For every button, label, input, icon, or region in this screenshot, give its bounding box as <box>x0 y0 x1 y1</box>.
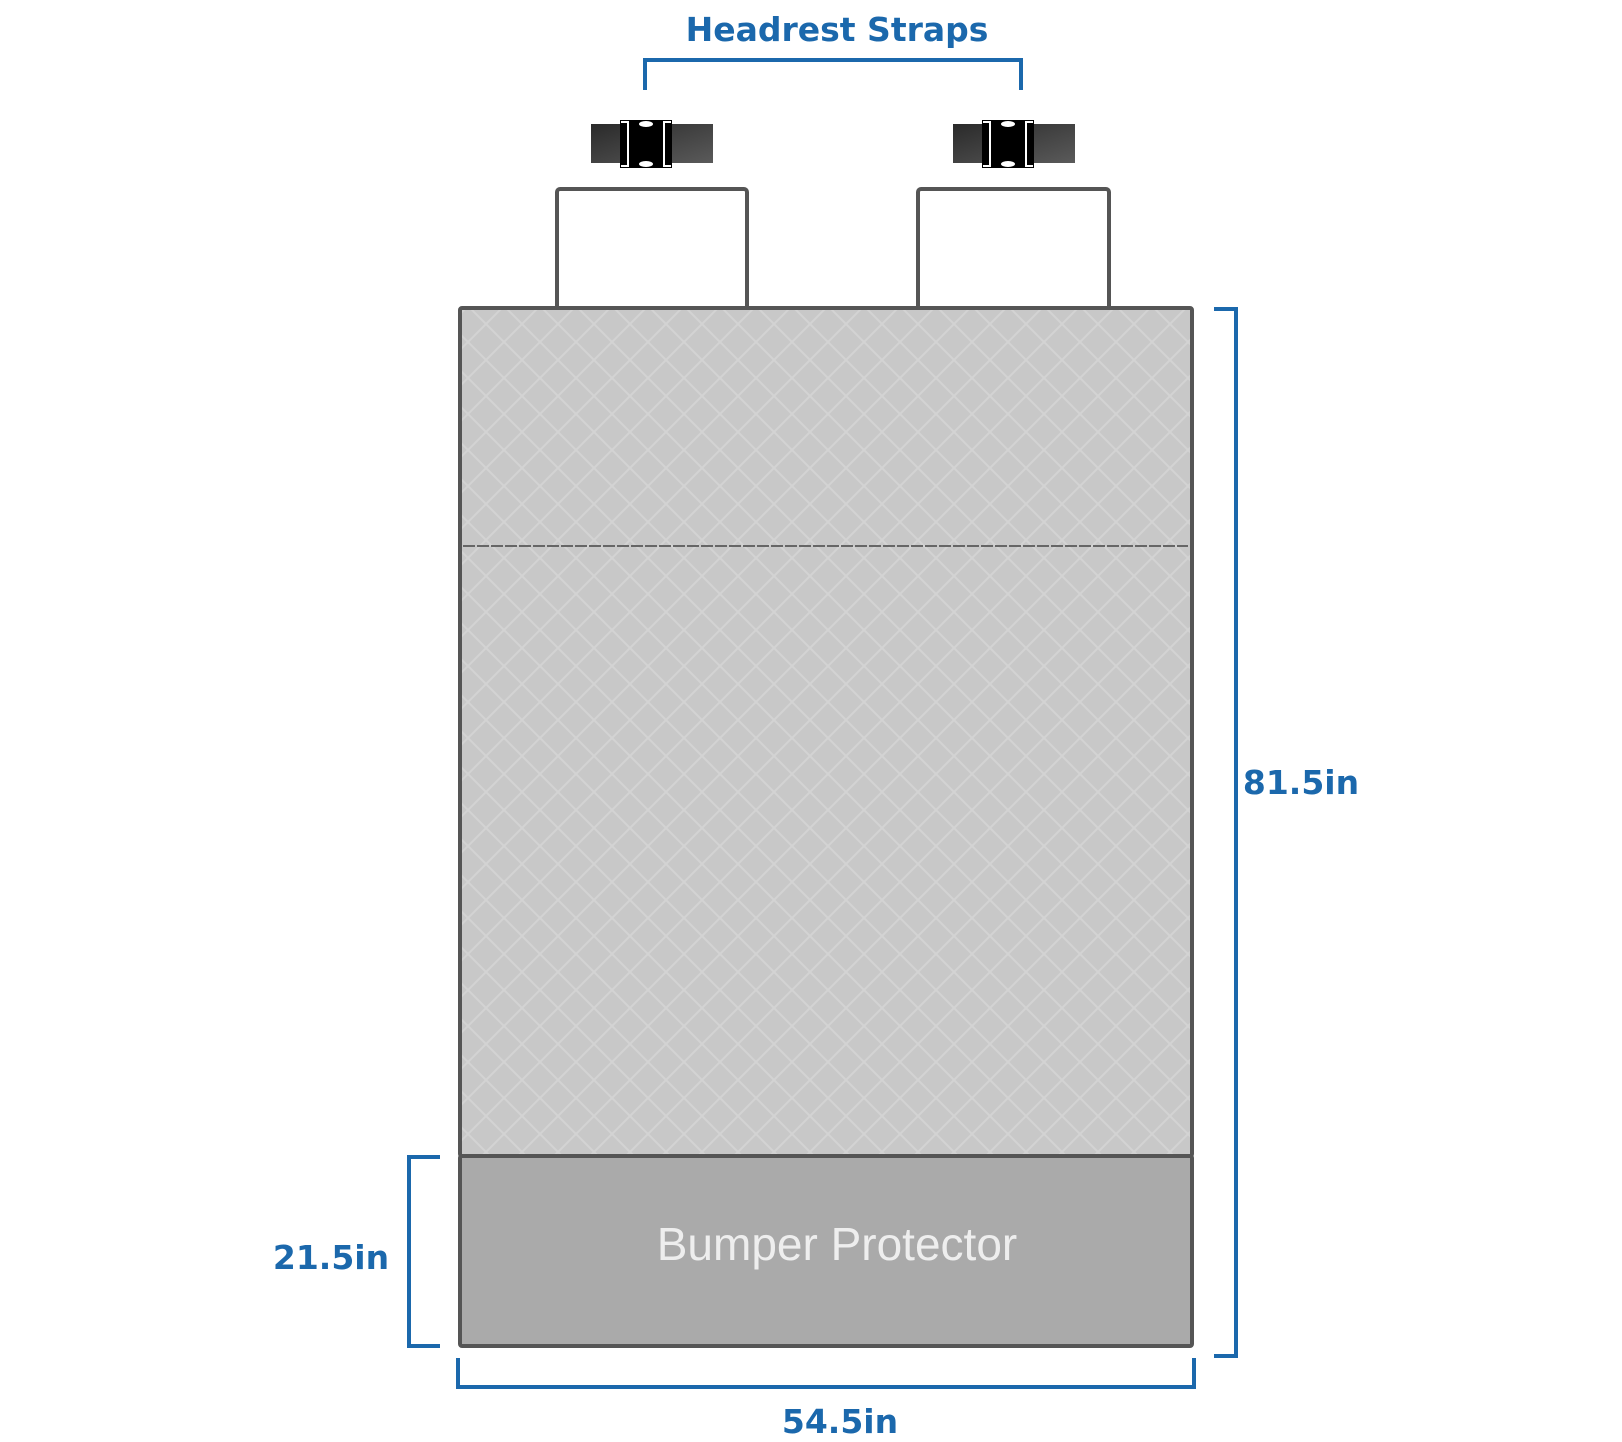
width-label: 54.5in <box>782 1402 898 1441</box>
height-bracket <box>1214 307 1238 1358</box>
height-label: 81.5in <box>1243 763 1359 802</box>
bumper-protector <box>458 1154 1194 1348</box>
headrest-bracket <box>643 58 1023 90</box>
bumper-height-bracket <box>407 1155 440 1348</box>
seat-cover-body <box>458 306 1194 1158</box>
buckle-icon-right <box>953 120 1075 168</box>
buckle-icon-left <box>591 120 713 168</box>
width-bracket <box>456 1358 1196 1389</box>
headrest-flap-right <box>916 187 1111 311</box>
headrest-straps-title: Headrest Straps <box>686 10 989 49</box>
bumper-height-label: 21.5in <box>273 1238 389 1277</box>
headrest-flap-left <box>555 187 749 311</box>
bumper-protector-label: Bumper Protector <box>657 1218 1017 1270</box>
